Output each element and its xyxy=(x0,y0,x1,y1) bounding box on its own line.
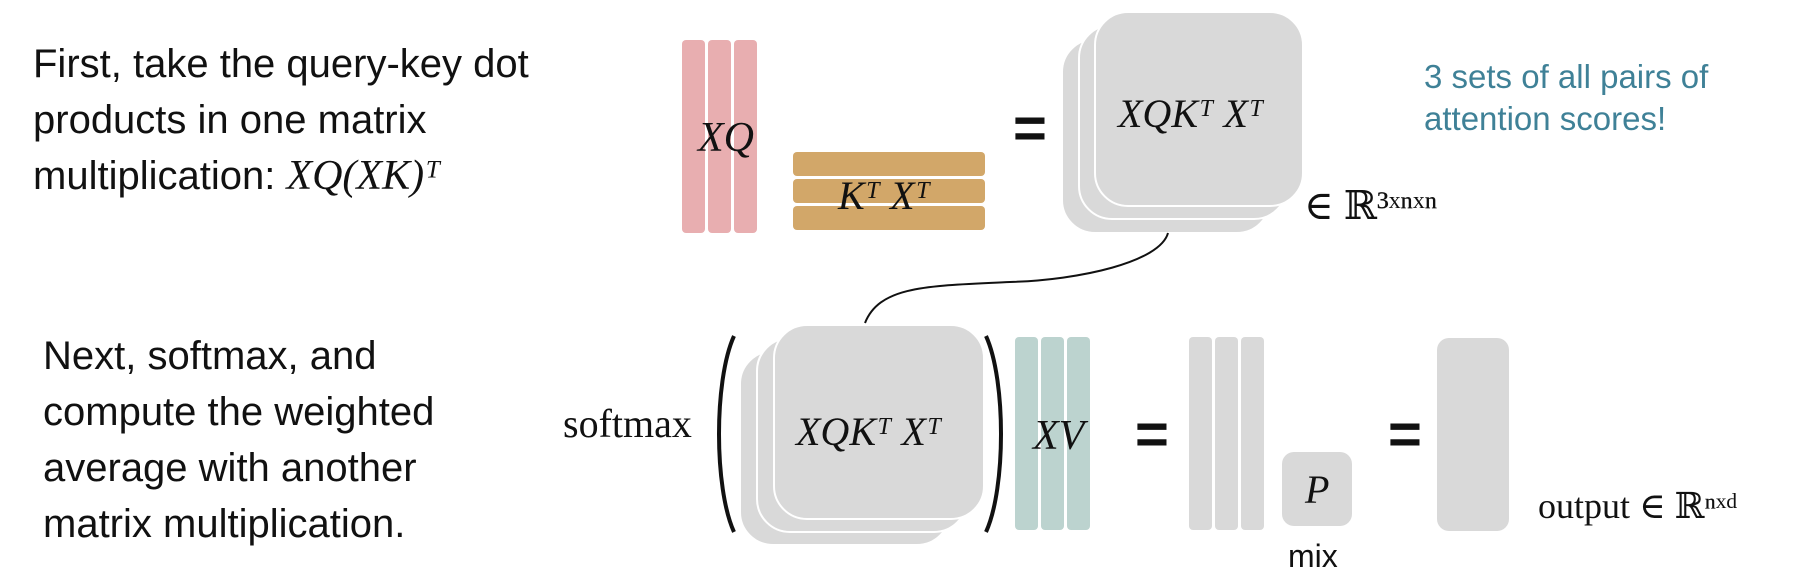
attention-annotation-line-2: attention scores! xyxy=(1424,100,1667,137)
scores-dimension-label: ∈ ℝ³ˣⁿˣⁿ xyxy=(1304,183,1438,228)
scores-stack-label: XQKᵀ Xᵀ xyxy=(1118,91,1264,136)
bottom-description-line-2: compute the weighted xyxy=(43,390,435,434)
query-column-1 xyxy=(682,40,705,233)
attention-annotation: 3 sets of all pairs of attention scores! xyxy=(1424,56,1708,140)
value-column-3 xyxy=(1067,337,1090,530)
top-description-line-1: First, take the query-key dot xyxy=(33,42,529,86)
bottom-equals-sign-1: = xyxy=(1135,402,1169,467)
key-row-3 xyxy=(793,206,985,230)
left-parenthesis xyxy=(717,335,736,533)
connector-curve xyxy=(864,232,1169,324)
key-transpose-label: Kᵀ Xᵀ xyxy=(838,173,931,218)
top-equals-sign: = xyxy=(1013,96,1047,161)
top-description-line-2: products in one matrix xyxy=(33,98,427,142)
bottom-equals-sign-2: = xyxy=(1388,402,1422,467)
softmax-label: softmax xyxy=(563,401,692,446)
bottom-description-line-1: Next, softmax, and xyxy=(43,334,377,378)
top-description-line-3: multiplication: XQ(XK)ᵀ xyxy=(33,148,529,204)
weighted-column-2 xyxy=(1215,337,1238,530)
key-row-1 xyxy=(793,152,985,176)
mix-label: mix xyxy=(1288,538,1338,574)
query-column-3 xyxy=(734,40,757,233)
bottom-description-line-4: matrix multiplication. xyxy=(43,502,406,546)
bottom-description-line-3: average with another xyxy=(43,446,417,490)
scores-card-front xyxy=(1094,11,1304,207)
value-column-1 xyxy=(1015,337,1038,530)
top-description-formula: XQ(XK)ᵀ xyxy=(286,153,441,199)
weighted-column-1 xyxy=(1189,337,1212,530)
output-dimension-label: output ∈ ℝⁿˣᵈ xyxy=(1538,486,1738,526)
key-row-2 xyxy=(793,179,985,203)
projection-matrix-label: P xyxy=(1305,467,1330,512)
query-matrix-label: XQ xyxy=(698,115,754,161)
query-column-2 xyxy=(708,40,731,233)
value-matrix-label: XV xyxy=(1033,413,1085,459)
weighted-column-3 xyxy=(1241,337,1264,530)
top-description: First, take the query-key dot products i… xyxy=(33,36,529,204)
output-matrix xyxy=(1437,338,1509,531)
attention-annotation-line-1: 3 sets of all pairs of xyxy=(1424,58,1709,95)
softmax-card-front xyxy=(773,324,985,520)
softmax-parentheses xyxy=(717,335,1003,533)
right-parenthesis xyxy=(984,335,1003,533)
top-description-line-3-text: multiplication: xyxy=(33,154,287,198)
bottom-description: Next, softmax, and compute the weighted … xyxy=(43,328,434,552)
connector-path xyxy=(864,232,1169,324)
projection-matrix xyxy=(1282,452,1352,526)
value-column-2 xyxy=(1041,337,1064,530)
softmax-stack-label: XQKᵀ Xᵀ xyxy=(796,409,942,454)
